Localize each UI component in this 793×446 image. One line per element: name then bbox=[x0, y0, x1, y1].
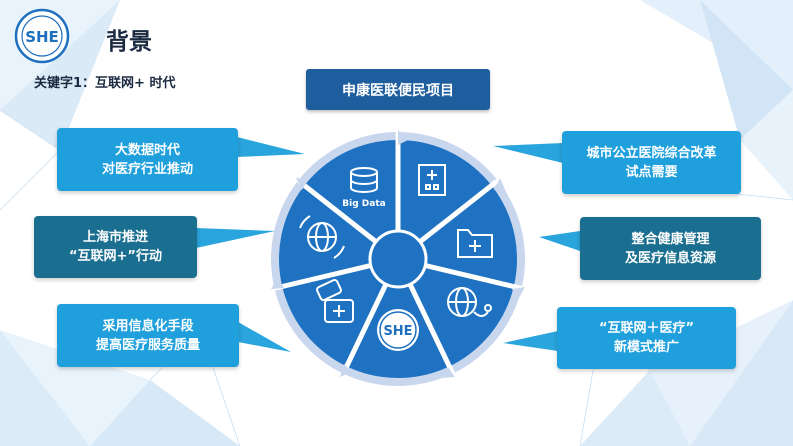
keyword-label: 关键字1：互联网+ 时代 bbox=[34, 76, 176, 91]
callout-left-mid: 上海市推进 “互联网+”行动 bbox=[34, 216, 197, 278]
callout-line: 对医疗行业推动 bbox=[101, 161, 193, 177]
hospital-icon bbox=[418, 164, 446, 196]
callout-line: “互联网＋医疗” bbox=[598, 321, 695, 336]
callout-line: 提高医疗服务质量 bbox=[95, 337, 200, 353]
callout-line: 采用信息化手段 bbox=[102, 318, 194, 334]
project-title-box: 申康医联便民项目 bbox=[306, 69, 490, 110]
callout-right-top: 城市公立医院综合改革试点需要 bbox=[562, 131, 741, 194]
big-data-label: Big Data bbox=[342, 199, 385, 209]
shk-center-logo-icon: SHE bbox=[377, 309, 419, 351]
callout-left-top: 大数据时代对医疗行业推动 bbox=[57, 128, 238, 191]
pointer-left-bottom bbox=[238, 322, 291, 352]
callout-line: 大数据时代 bbox=[114, 142, 180, 158]
medical-folder-icon bbox=[457, 229, 493, 258]
callout-line: “互联网+”行动 bbox=[69, 249, 162, 264]
pointer-right-top bbox=[493, 143, 563, 163]
pill-medkit-icon bbox=[316, 278, 354, 323]
pointer-left-mid bbox=[196, 228, 275, 248]
shk-logo-icon: SHE bbox=[14, 8, 70, 64]
svg-text:SHE: SHE bbox=[383, 324, 412, 339]
pointer-right-bottom bbox=[503, 331, 558, 351]
globe-stethoscope-icon bbox=[447, 287, 492, 317]
callout-line: 及医疗信息资源 bbox=[624, 250, 716, 266]
database-icon bbox=[350, 167, 378, 193]
svg-text:SHE: SHE bbox=[25, 28, 59, 46]
callout-line: 城市公立医院综合改革 bbox=[586, 145, 717, 161]
callout-left-bottom: 采用信息化手段提高医疗服务质量 bbox=[57, 304, 239, 367]
pointer-right-mid bbox=[539, 231, 580, 251]
page-title: 背景 bbox=[106, 29, 152, 55]
callout-line: 试点需要 bbox=[625, 164, 678, 180]
callout-line: 新模式推广 bbox=[613, 340, 679, 355]
globe-arrows-icon bbox=[299, 215, 345, 259]
callout-line: 上海市推进 bbox=[82, 230, 148, 245]
callout-right-mid: 整合健康管理及医疗信息资源 bbox=[580, 217, 761, 280]
callout-line: 整合健康管理 bbox=[631, 231, 710, 247]
pointer-left-top bbox=[237, 137, 305, 157]
callout-right-bottom: “互联网＋医疗” 新模式推广 bbox=[557, 307, 736, 369]
